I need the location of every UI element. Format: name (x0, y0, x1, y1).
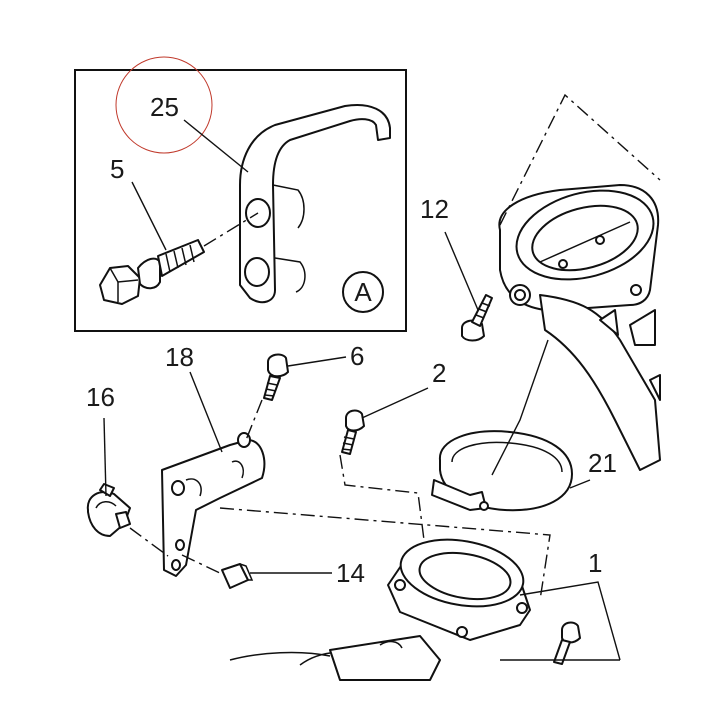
screw-part-2 (341, 409, 365, 455)
leader-21 (569, 479, 591, 489)
callout-2: 2 (432, 358, 446, 388)
leader-18 (189, 371, 223, 453)
axis-dash-16 (129, 527, 169, 557)
callout-6: 6 (350, 341, 364, 371)
leader-5 (131, 181, 167, 251)
axis-line-5-25 (203, 212, 259, 247)
leader-25 (183, 119, 249, 173)
leader-21-to-throttle (491, 339, 549, 476)
callout-1: 1 (588, 548, 602, 578)
callout-14: 14 (336, 558, 365, 588)
leader-6 (287, 356, 347, 367)
screw-part-12 (461, 294, 493, 342)
detail-inset-box (74, 69, 407, 332)
callout-5: 5 (110, 154, 124, 184)
pin-part-14 (221, 563, 254, 589)
screw-bottom-right (553, 621, 581, 665)
callout-25: 25 (150, 92, 179, 122)
view-label-a: A (354, 277, 372, 307)
screw-part-6 (263, 353, 289, 401)
mounting-bracket-part-18 (161, 432, 266, 577)
axis-dash-throttle-top (499, 93, 661, 226)
axis-dash-bracket-adaptor (219, 507, 551, 601)
bolt-part-5 (99, 239, 205, 305)
highlight-circle (115, 56, 213, 154)
leader-1 (519, 581, 621, 661)
throttle-body (498, 184, 661, 471)
callout-16: 16 (86, 382, 115, 412)
intake-adaptor (387, 538, 531, 641)
axis-dash-2 (339, 454, 425, 541)
leader-16 (103, 417, 107, 497)
callout-18: 18 (165, 342, 194, 372)
leader-2 (361, 387, 429, 419)
engine-outline-bottom (229, 635, 620, 681)
leader-12 (444, 231, 479, 311)
axis-dash-6 (245, 399, 263, 441)
axis-dash-14 (181, 554, 223, 575)
callout-12: 12 (420, 194, 449, 224)
hose-clamp-part-21 (431, 430, 573, 512)
view-label-circle (342, 271, 384, 313)
clip-part-16 (86, 483, 131, 537)
callout-21: 21 (588, 448, 617, 478)
